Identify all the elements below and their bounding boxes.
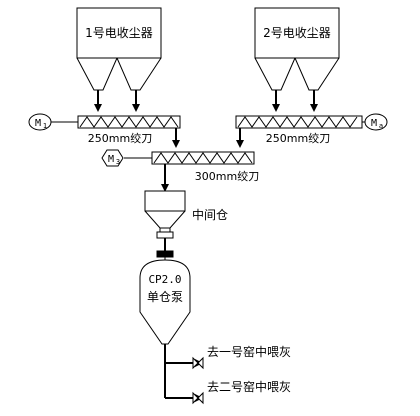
outlet-piping: 去一号窑中喂灰 去二号窑中喂灰 bbox=[164, 344, 291, 405]
conveyor-right-screw bbox=[237, 116, 358, 128]
outlet-1-label: 去一号窑中喂灰 bbox=[207, 344, 291, 359]
collector-2: 2号电收尘器 bbox=[254, 7, 340, 91]
motor-m2-symbol bbox=[364, 113, 388, 131]
conveyor-main-casing bbox=[151, 151, 255, 165]
motor-m1-symbol bbox=[28, 113, 52, 131]
conveyor-left-screw bbox=[79, 116, 179, 128]
outlet-1-valve bbox=[192, 356, 204, 370]
outlet-2-label: 去二号窑中喂灰 bbox=[207, 379, 291, 394]
intermediate-bin: 中间仓 bbox=[144, 190, 228, 239]
conveyor-right-label: 250mm绞刀 bbox=[266, 131, 330, 145]
conveyor-main-screw bbox=[153, 152, 253, 164]
feed-valve-body bbox=[156, 250, 174, 258]
collector-2-hopper-right bbox=[294, 57, 340, 91]
collector-1-body bbox=[76, 7, 162, 59]
collector-1-hopper-right bbox=[116, 57, 162, 91]
motor-m1-sub: 1 bbox=[43, 122, 47, 130]
collector-1-label: 1号电收尘器 bbox=[85, 26, 153, 40]
motor-m3-letter: M bbox=[108, 154, 114, 165]
intermediate-bin-hopper bbox=[144, 210, 186, 229]
collector-1-hopper-left bbox=[76, 57, 118, 91]
motor-m3: M 3 bbox=[101, 149, 124, 167]
conveyor-right: 250mm绞刀 M a bbox=[235, 113, 388, 148]
intermediate-bin-label: 中间仓 bbox=[192, 207, 228, 222]
pump: CP2.0 单仓泵 bbox=[139, 257, 191, 345]
collector-1: 1号电收尘器 bbox=[76, 7, 162, 91]
motor-m2-letter: M bbox=[371, 118, 377, 129]
pump-label-line2: 单仓泵 bbox=[147, 290, 183, 304]
collector-2-label: 2号电收尘器 bbox=[263, 26, 331, 40]
conveyor-left-casing bbox=[77, 115, 181, 129]
motor-m3-symbol bbox=[101, 149, 124, 167]
collector-2-hopper-left bbox=[254, 57, 296, 91]
outlet-2-valve bbox=[192, 391, 204, 405]
motor-m1-letter: M bbox=[35, 118, 41, 129]
motor-m3-sub: 3 bbox=[116, 158, 120, 166]
motor-m2: M a bbox=[364, 113, 388, 131]
feed-valve bbox=[156, 238, 174, 258]
motor-m2-sub: a bbox=[379, 122, 383, 130]
conveyor-main-label: 300mm绞刀 bbox=[195, 169, 259, 183]
conveyor-main: 300mm绞刀 M 3 bbox=[101, 149, 259, 192]
pump-vessel bbox=[139, 259, 191, 345]
collector-drop-arrows bbox=[94, 90, 318, 112]
intermediate-bin-gate bbox=[156, 231, 174, 239]
intermediate-bin-body bbox=[144, 190, 186, 212]
pump-label-line1: CP2.0 bbox=[148, 273, 181, 286]
conveyor-left-label: 250mm绞刀 bbox=[88, 131, 152, 145]
conveyor-left: 250mm绞刀 M 1 bbox=[28, 113, 181, 148]
motor-m1: M 1 bbox=[28, 113, 52, 131]
collector-2-body bbox=[254, 7, 340, 59]
